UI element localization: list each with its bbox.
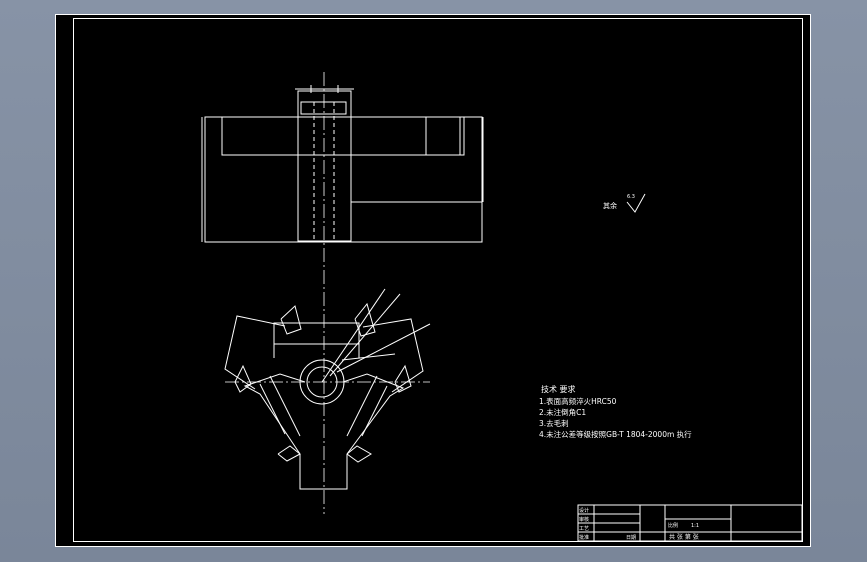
- tech-title: 技术 要求: [541, 384, 576, 394]
- roughness-symbol: 其余 6.3: [603, 193, 646, 213]
- tech-item-1: 1.表面高频淬火HRC50: [539, 396, 617, 406]
- tb-date: 日期: [626, 535, 636, 541]
- technical-requirements: 技术 要求 1.表面高频淬火HRC50 2.未注倒角C1 3.去毛刺 4.未注公…: [539, 384, 692, 439]
- drawing-sheet[interactable]: 其余 6.3 技术 要求 1.表面高频淬火HRC50 2.未注倒角C1 3.去毛…: [55, 14, 811, 547]
- tb-process: 工艺: [579, 526, 589, 532]
- drawing-svg: 其余 6.3 技术 要求 1.表面高频淬火HRC50 2.未注倒角C1 3.去毛…: [55, 14, 811, 547]
- inner-frame: [73, 18, 803, 542]
- tb-scale-label: 比例: [668, 522, 678, 529]
- front-view: [201, 72, 484, 514]
- tech-item-4: 4.未注公差等级按照GB-T 1804-2000m 执行: [539, 429, 692, 439]
- base-outline: [204, 116, 483, 243]
- outer-frame: [55, 14, 811, 547]
- title-block: 设计 审核 工艺 批准 日期 比例 1:1 共 张 第 张: [577, 504, 803, 542]
- roughness-value: 6.3: [627, 194, 635, 200]
- tb-check: 审核: [579, 516, 589, 523]
- tb-approve: 批准: [579, 534, 589, 541]
- top-view: [224, 288, 431, 490]
- tb-design: 设计: [579, 507, 589, 514]
- tech-item-3: 3.去毛刺: [539, 418, 569, 428]
- tb-scale-value: 1:1: [691, 523, 699, 529]
- roughness-label: 其余: [603, 201, 617, 210]
- tech-item-2: 2.未注倒角C1: [539, 407, 586, 417]
- tb-sheet-row: 共 张 第 张: [669, 533, 699, 541]
